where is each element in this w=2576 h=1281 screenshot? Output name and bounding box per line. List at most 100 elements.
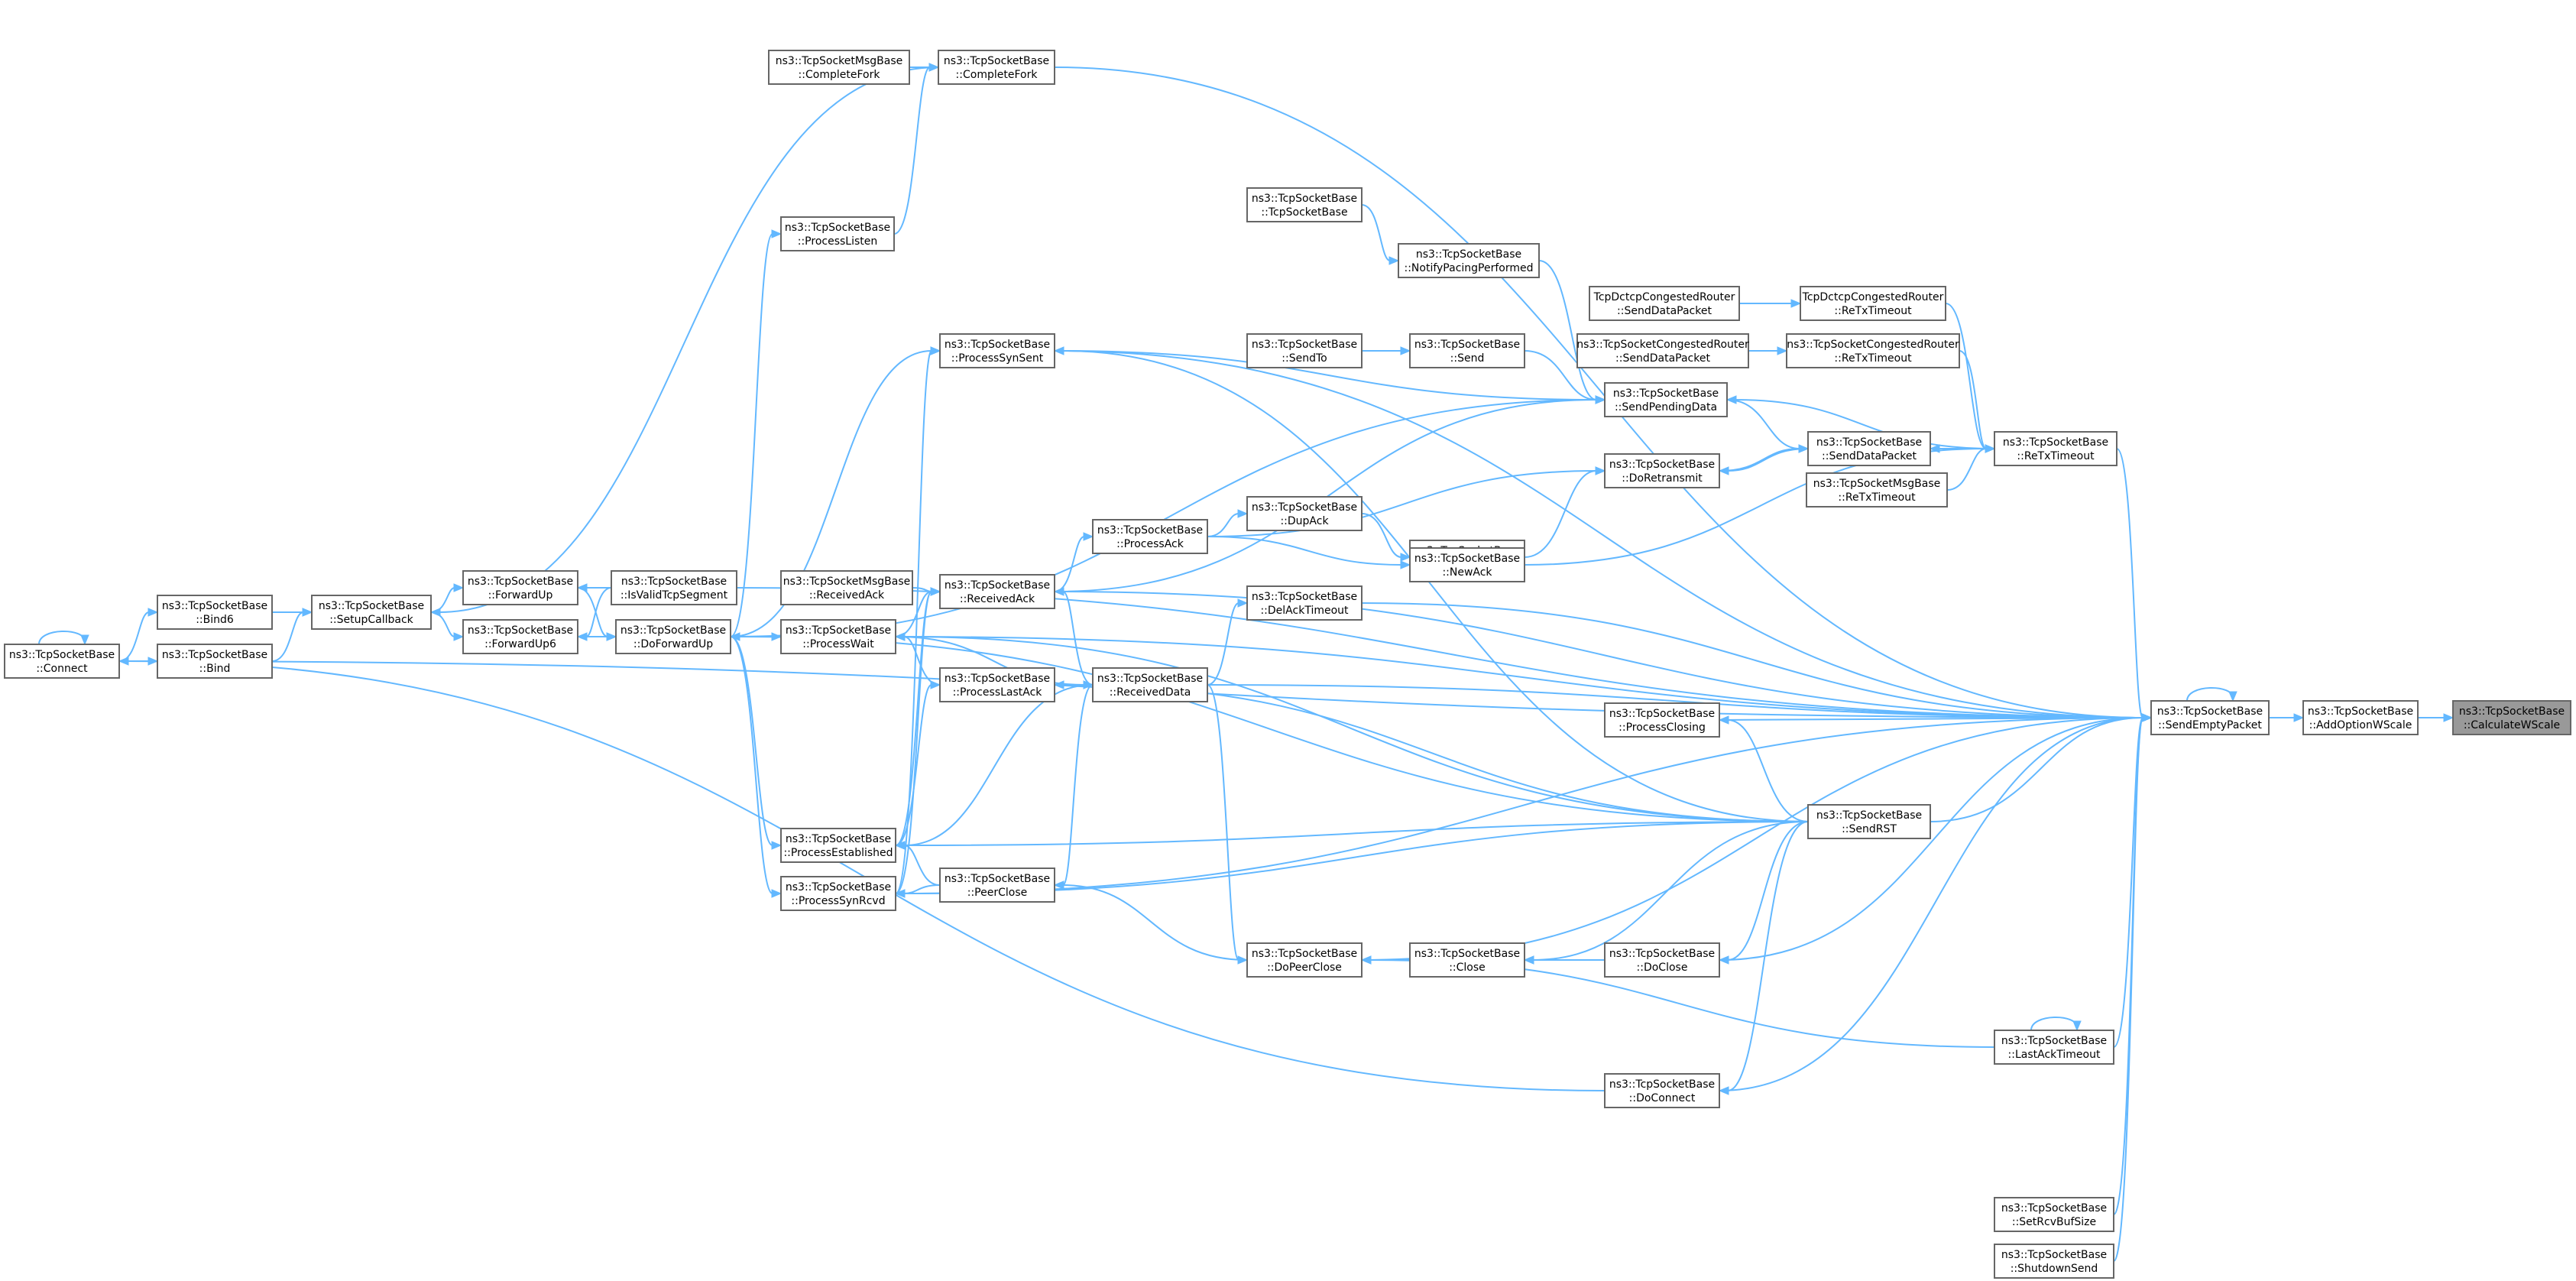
node-label-line1: ns3::TcpSocketCongestedRouter — [1787, 339, 1959, 351]
edge-line — [585, 587, 612, 637]
node-label-line2: ::Close — [1449, 962, 1486, 974]
node-peerclose[interactable]: ns3::TcpSocketBase::PeerClose — [939, 868, 1055, 903]
edge-rdata-pest — [894, 684, 1094, 850]
node-doconnect[interactable]: ns3::TcpSocketBase::DoConnect — [1604, 1073, 1720, 1108]
edge-connect-connect — [38, 631, 89, 646]
edge-rack-sendempty — [1054, 591, 2153, 722]
edge-line — [1054, 399, 1597, 592]
node-msg_rack[interactable]: ns3::TcpSocketMsgBase::ReceivedAck — [780, 570, 913, 605]
node-plisten[interactable]: ns3::TcpSocketBase::ProcessListen — [780, 216, 895, 251]
node-send[interactable]: ns3::TcpSocketBase::Send — [1409, 333, 1525, 368]
edge-line — [1062, 350, 1809, 822]
node-msg_cfork[interactable]: ns3::TcpSocketMsgBase::CompleteFork — [768, 50, 910, 85]
node-label-line2: ::NotifyPacingPerformed — [1404, 262, 1533, 274]
node-label-line2: ::SetupCallback — [329, 614, 413, 626]
edge-doclose-sendempty — [1719, 713, 2153, 961]
node-label-line1: ns3::TcpSocketBase — [2001, 1249, 2107, 1261]
node-fwdup6[interactable]: ns3::TcpSocketBase::ForwardUp6 — [462, 619, 578, 654]
node-spd[interactable]: ns3::TcpSocketBase::SendPendingData — [1604, 382, 1728, 417]
node-label-line2: ::Connect — [36, 663, 88, 675]
edge-doretx-sdp — [1719, 444, 1810, 472]
node-delack[interactable]: ns3::TcpSocketBase::DelAckTimeout — [1246, 585, 1363, 621]
node-box — [1409, 942, 1525, 978]
node-box — [1994, 1030, 2114, 1065]
node-rdata[interactable]: ns3::TcpSocketBase::ReceivedData — [1092, 667, 1208, 702]
node-doretx[interactable]: ns3::TcpSocketBase::DoRetransmit — [1604, 453, 1720, 488]
edge-lastack-lastack — [2030, 1017, 2082, 1032]
node-setupcb[interactable]: ns3::TcpSocketBase::SetupCallback — [311, 595, 432, 630]
node-dctcp_send[interactable]: TcpDctcpCongestedRouter::SendDataPacket — [1589, 286, 1740, 321]
edge-arrowhead — [1237, 598, 1249, 608]
node-label-line1: ns3::TcpSocketBase — [1609, 708, 1715, 720]
node-newack[interactable]: ns3::TcpSocketBase::NewAck — [1409, 547, 1525, 582]
node-dupack[interactable]: ns3::TcpSocketBase::DupAck — [1246, 496, 1363, 531]
edge-lastack-sendempty — [2113, 713, 2153, 1048]
edge-sendto-send — [1362, 346, 1411, 355]
node-rtx[interactable]: ns3::TcpSocketBase::ReTxTimeout — [1994, 431, 2118, 466]
node-sdp[interactable]: ns3::TcpSocketBase::SendDataPacket — [1807, 431, 1931, 466]
edge-arrowhead — [729, 632, 740, 641]
edge-dctcp_rtx-rtx — [1945, 303, 1996, 453]
node-label-line1: ns3::TcpSocketBase — [1416, 248, 1521, 261]
node-box — [1246, 187, 1363, 222]
node-lastack[interactable]: ns3::TcpSocketBase::LastAckTimeout — [1994, 1030, 2114, 1065]
edge-dupack-enterrec — [1361, 513, 1411, 562]
node-label-line1: ns3::TcpSocketBase — [1252, 591, 1357, 603]
edge-line — [730, 399, 1597, 637]
node-pss[interactable]: ns3::TcpSocketBase::ProcessSynSent — [939, 333, 1055, 368]
node-sendempty[interactable]: ns3::TcpSocketBase::SendEmptyPacket — [2150, 700, 2270, 735]
edge-line — [1207, 470, 1597, 537]
edge-pack-newack — [1207, 536, 1411, 569]
node-label-line2: ::DoConnect — [1629, 1092, 1696, 1104]
node-label-line1: ns3::TcpSocketBase — [1414, 339, 1520, 351]
node-tsb_ctor[interactable]: ns3::TcpSocketBase::TcpSocketBase — [1246, 187, 1363, 222]
node-dopeer[interactable]: ns3::TcpSocketBase::DoPeerClose — [1246, 942, 1363, 978]
node-plastack[interactable]: ns3::TcpSocketBase::ProcessLastAck — [939, 667, 1055, 702]
node-isvalid[interactable]: ns3::TcpSocketBase::IsValidTcpSegment — [611, 570, 737, 605]
node-box — [1994, 1244, 2114, 1279]
node-sendrst[interactable]: ns3::TcpSocketBase::SendRST — [1807, 804, 1931, 839]
node-label-line1: ns3::TcpSocketBase — [1252, 193, 1357, 205]
node-label-line2: ::ReceivedData — [1110, 686, 1191, 699]
node-notifypace[interactable]: ns3::TcpSocketBase::NotifyPacingPerforme… — [1398, 243, 1540, 278]
node-box — [311, 595, 432, 630]
node-label-line1: ns3::TcpSocketBase — [945, 673, 1050, 685]
node-close[interactable]: ns3::TcpSocketBase::Close — [1409, 942, 1525, 978]
node-bind[interactable]: ns3::TcpSocketBase::Bind — [157, 644, 273, 679]
node-psr[interactable]: ns3::TcpSocketBase::ProcessSynRcvd — [780, 876, 896, 911]
node-label-line1: ns3::TcpSocketBase — [2157, 705, 2263, 718]
node-label-line1: ns3::TcpSocketBase — [468, 576, 573, 588]
node-bind6[interactable]: ns3::TcpSocketBase::Bind6 — [157, 595, 273, 630]
node-dofwd[interactable]: ns3::TcpSocketBase::DoForwardUp — [615, 619, 731, 654]
node-pest[interactable]: ns3::TcpSocketBase::ProcessEstablished — [780, 828, 896, 863]
edge-rdata-peerclose — [1053, 684, 1094, 890]
node-cong_rtx[interactable]: ns3::TcpSocketCongestedRouter::ReTxTimeo… — [1786, 333, 1960, 368]
node-box — [1800, 286, 1946, 321]
node-cong_send[interactable]: ns3::TcpSocketCongestedRouter::SendDataP… — [1576, 333, 1749, 368]
node-pwait[interactable]: ns3::TcpSocketBase::ProcessWait — [780, 619, 896, 654]
node-label-line1: ns3::TcpSocketBase — [621, 624, 726, 637]
node-doclose[interactable]: ns3::TcpSocketBase::DoClose — [1604, 942, 1720, 978]
node-calcw[interactable]: ns3::TcpSocketBase::CalculateWScale — [2452, 700, 2571, 735]
node-pack[interactable]: ns3::TcpSocketBase::ProcessAck — [1092, 519, 1208, 554]
node-shutdown[interactable]: ns3::TcpSocketBase::ShutdownSend — [1994, 1244, 2114, 1279]
node-pclosing[interactable]: ns3::TcpSocketBase::ProcessClosing — [1604, 702, 1720, 738]
node-cfork[interactable]: ns3::TcpSocketBase::CompleteFork — [938, 50, 1055, 85]
node-sendto[interactable]: ns3::TcpSocketBase::SendTo — [1246, 333, 1363, 368]
node-fwdup[interactable]: ns3::TcpSocketBase::ForwardUp — [462, 570, 578, 605]
node-label-line2: ::ProcessSynSent — [951, 352, 1044, 365]
node-connect[interactable]: ns3::TcpSocketBase::Connect — [4, 644, 120, 679]
edge-line — [895, 636, 2143, 718]
node-rack[interactable]: ns3::TcpSocketBase::ReceivedAck — [939, 574, 1055, 609]
edge-arrowhead — [1360, 955, 1372, 965]
node-addopt[interactable]: ns3::TcpSocketBase::AddOptionWScale — [2302, 700, 2419, 735]
edge-cfork-setupcb — [429, 66, 939, 617]
node-dctcp_rtx[interactable]: TcpDctcpCongestedRouter::ReTxTimeout — [1800, 286, 1946, 321]
node-msg_rtx[interactable]: ns3::TcpSocketMsgBase::ReTxTimeout — [1806, 472, 1948, 508]
edge-sendrst-pclosing — [1718, 715, 1809, 822]
node-box — [1604, 453, 1720, 488]
node-setrcv[interactable]: ns3::TcpSocketBase::SetRcvBufSize — [1994, 1197, 2114, 1232]
node-box — [1092, 667, 1208, 702]
node-label-line1: ns3::TcpSocketBase — [2001, 1035, 2107, 1047]
node-label-line2: ::ForwardUp — [488, 589, 553, 602]
